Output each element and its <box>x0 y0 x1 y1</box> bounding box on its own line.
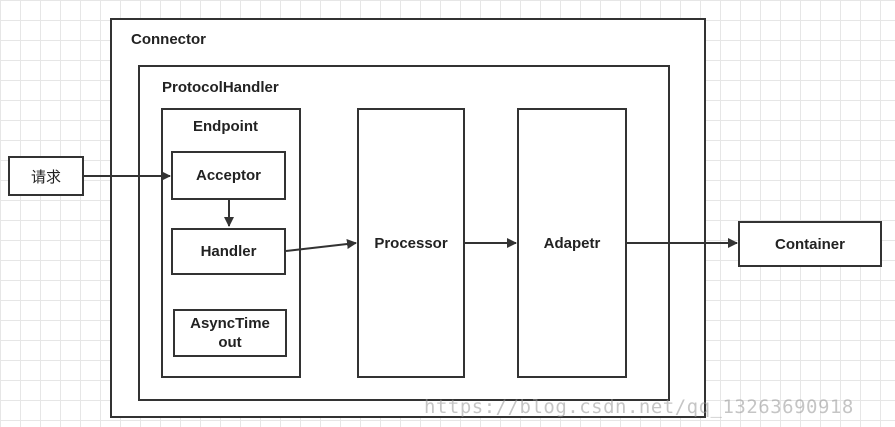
handler-box: Handler <box>171 228 286 275</box>
adapter-label: Adapetr <box>543 234 601 252</box>
processor-box: Processor <box>357 108 465 378</box>
adapter-box: Adapetr <box>517 108 627 378</box>
acceptor-box: Acceptor <box>171 151 286 200</box>
container-label: Container <box>774 235 845 253</box>
async-timeout-box: AsyncTime out <box>173 309 287 357</box>
async-timeout-label-line2: out <box>218 334 242 351</box>
request-label: 请求 <box>30 168 61 186</box>
processor-label: Processor <box>374 234 448 252</box>
watermark: https://blog.csdn.net/qq_13263690918 <box>424 396 854 418</box>
async-timeout-label-line1: AsyncTime <box>190 315 270 332</box>
container-box: Container <box>738 221 882 267</box>
protocol-handler-label: ProtocolHandler <box>162 79 279 96</box>
acceptor-label: Acceptor <box>195 167 262 184</box>
connector-label: Connector <box>131 31 206 48</box>
request-box: 请求 <box>8 156 84 196</box>
handler-label: Handler <box>200 243 257 260</box>
endpoint-label: Endpoint <box>193 118 258 135</box>
